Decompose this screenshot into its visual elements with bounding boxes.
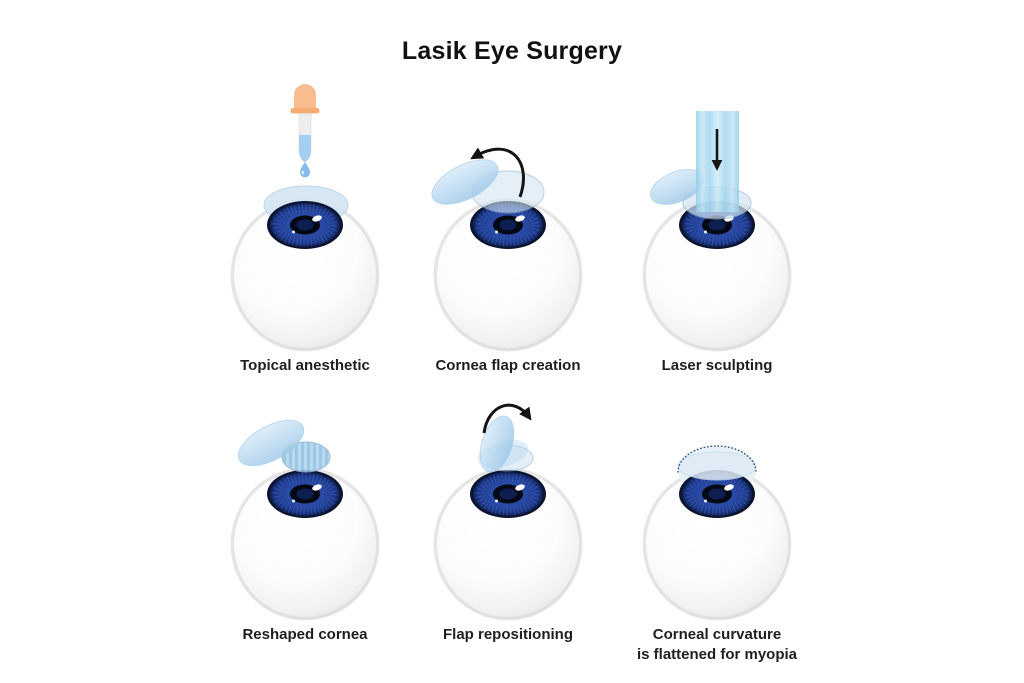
- eye-with-flap-closing-clockwise-arrow-icon: [432, 403, 584, 622]
- eye-with-reshaped-striped-cornea-icon: [229, 419, 381, 622]
- corneal-flap: [237, 419, 305, 467]
- dropper-icon: [290, 84, 320, 163]
- panel-topical-anesthetic: Topical anesthetic: [205, 75, 405, 415]
- droplet-icon: [300, 162, 310, 178]
- step-label: Flap repositioning: [443, 626, 573, 643]
- iris: [267, 201, 343, 249]
- iris: [470, 470, 546, 518]
- step-label: Topical anesthetic: [240, 357, 370, 374]
- panel-corneal-curvature-flattened: Corneal curvature is flattened for myopi…: [617, 344, 817, 683]
- panel-laser-sculpting: Laser sculpting: [617, 75, 817, 415]
- eye-with-dropper-drop-icon: [229, 84, 381, 353]
- eye-with-flattened-cornea-dotted-outline-icon: [641, 445, 793, 622]
- corneal-flap: [479, 415, 515, 473]
- step-label: Reshaped cornea: [242, 626, 368, 643]
- eye-with-lifted-flap-counterclockwise-arrow-icon: [431, 147, 584, 353]
- eye-with-laser-beam-icon: [641, 111, 793, 353]
- iris: [267, 470, 343, 518]
- panel-reshaped-cornea: Reshaped cornea: [205, 344, 405, 683]
- step-label: Laser sculpting: [661, 357, 773, 374]
- dotted-curvature-outline: [677, 445, 757, 473]
- corneal-flap: [431, 159, 499, 205]
- reshaped-cornea-bed: [281, 441, 331, 473]
- clockwise-arrow-icon: [482, 403, 532, 434]
- step-label: Corneal curvature is flattened for myopi…: [636, 626, 798, 663]
- page-title: Lasik Eye Surgery: [401, 37, 623, 65]
- step-label: Cornea flap creation: [435, 357, 581, 374]
- panel-flap-repositioning: Flap repositioning: [408, 344, 608, 683]
- panel-cornea-flap-creation: Cornea flap creation: [408, 75, 608, 415]
- counterclockwise-arrow-icon: [470, 147, 525, 198]
- flattened-cornea: [677, 451, 757, 481]
